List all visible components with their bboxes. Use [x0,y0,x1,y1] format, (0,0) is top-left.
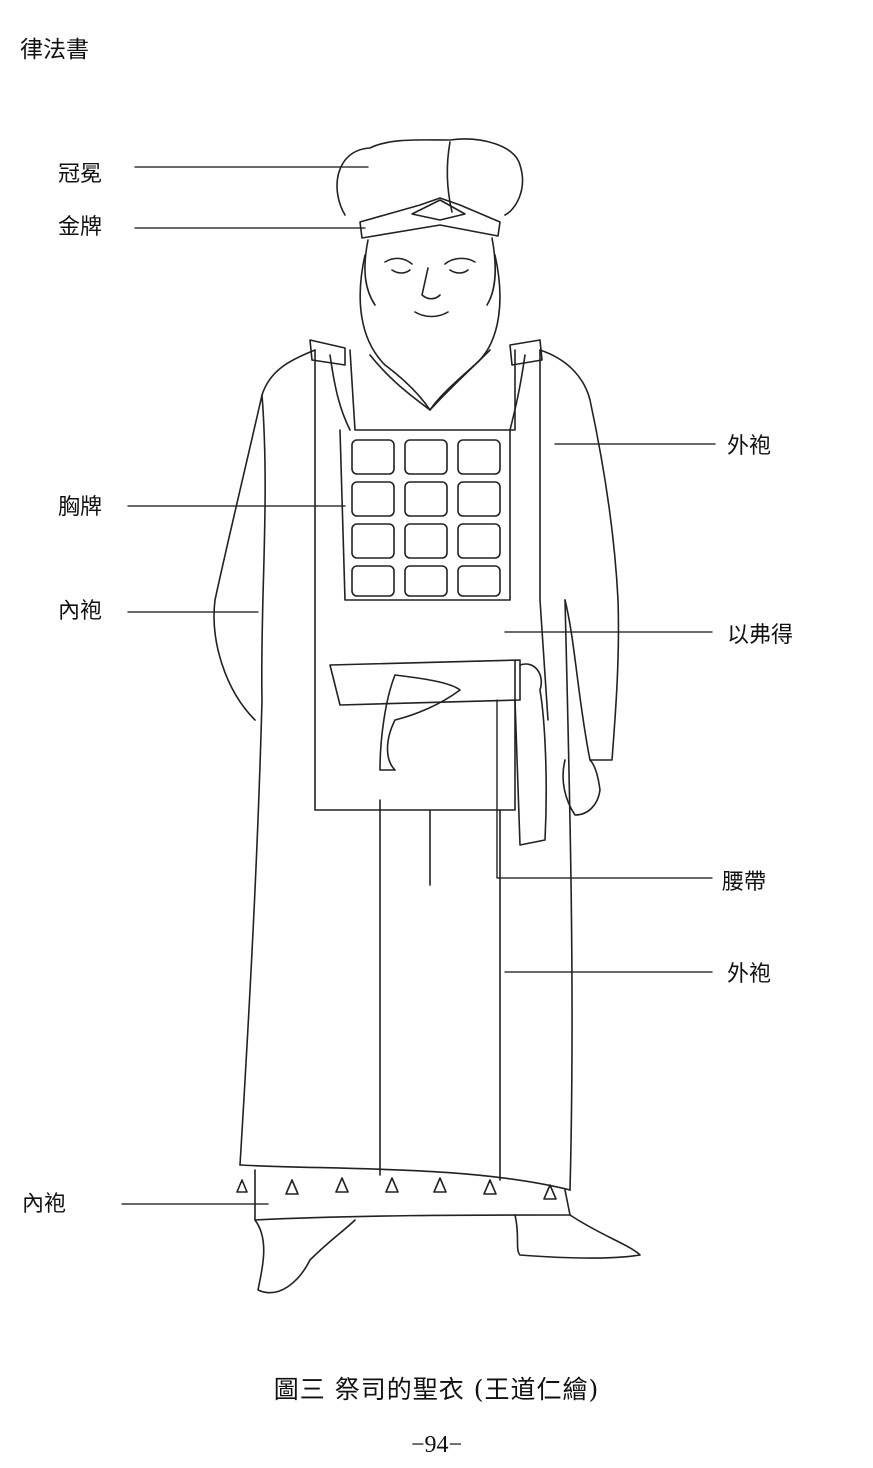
face-drawing [359,237,501,411]
hem-bells-pomegranates [236,1177,557,1200]
label-ephod: 以弗得 [727,623,794,648]
page-number: −94− [410,1432,463,1458]
label-gold-plate: 金牌 [58,215,103,240]
robe-drawing [213,339,641,1294]
leader-lines [121,166,716,1205]
label-outer-robe-upper: 外袍 [727,434,772,459]
figure-caption: 圖三 祭司的聖衣 (王道仁繪) [273,1375,600,1404]
label-inner-robe-lower: 內袍 [22,1192,67,1217]
label-inner-robe-upper: 內袍 [58,599,103,624]
label-outer-robe-lower: 外袍 [727,962,772,987]
label-breastplate: 胸牌 [58,495,103,520]
breastplate-stones [351,439,501,597]
running-header: 律法書 [20,37,89,63]
crown-turban-drawing [336,138,524,239]
label-sash: 腰帶 [722,870,767,895]
label-crown: 冠冕 [58,162,103,187]
